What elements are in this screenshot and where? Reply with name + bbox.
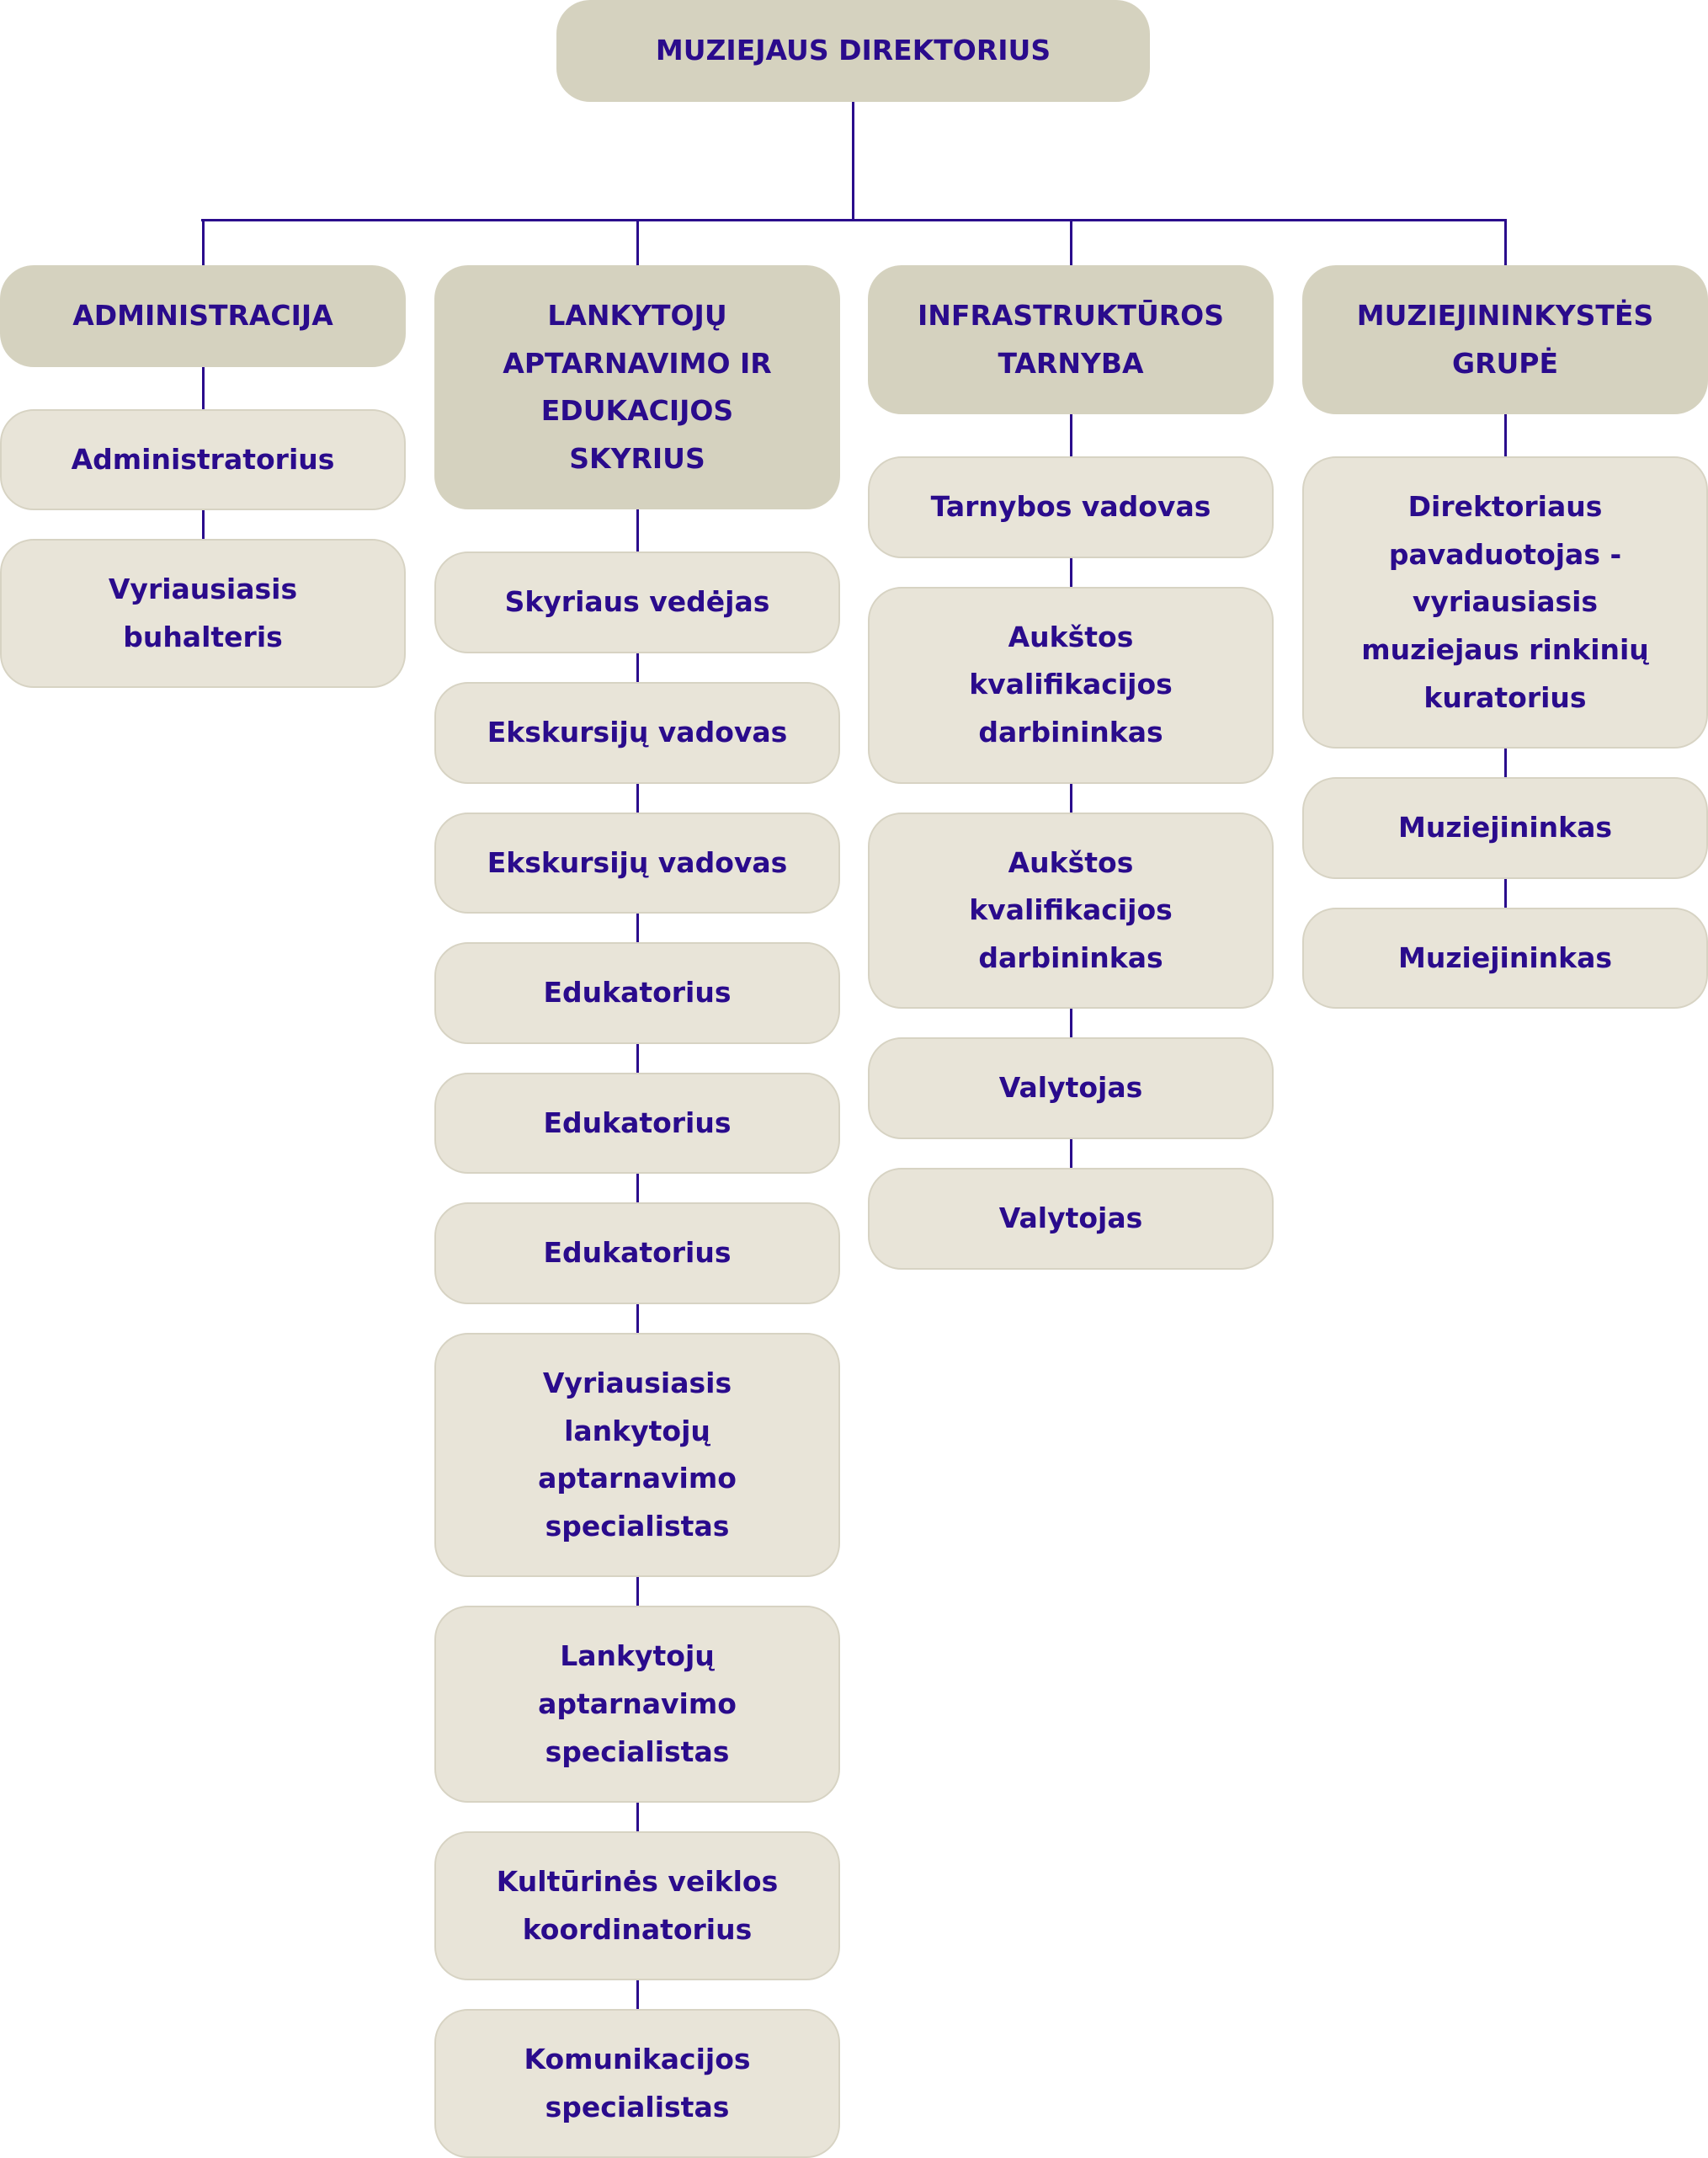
position-node: Skyriaus vedėjas <box>434 509 840 653</box>
position-node: Ekskursijų vadovas <box>434 653 840 784</box>
position-node: Muziejininkas <box>1302 749 1708 879</box>
position-node: Muziejininkas <box>1302 878 1708 1010</box>
connector-department <box>201 220 205 265</box>
position-node: Direktoriaus pavaduotojas - vyriausiasis… <box>1302 414 1708 749</box>
position-node: Administratorius <box>0 366 406 511</box>
position-node: Tarnybos vadovas <box>868 414 1274 558</box>
connector-department <box>636 220 639 265</box>
position-node: Valytojas <box>868 1139 1274 1270</box>
department-header: INFRASTRUKTŪROS TARNYBA <box>868 265 1274 415</box>
position-node: Aukštos kvalifikacijos darbininkas <box>868 557 1274 784</box>
position-node: Ekskursijų vadovas <box>434 783 840 914</box>
department-header: ADMINISTRACIJA <box>0 265 406 367</box>
position-node: Vyriausiasis buhalteris <box>0 510 406 689</box>
position-node: Kultūrinės veiklos koordinatorius <box>434 1803 840 1981</box>
position-node: Edukatorius <box>434 1043 840 1175</box>
position-node: Komunikacijos specialistas <box>434 1980 840 2158</box>
position-node: Edukatorius <box>434 914 840 1044</box>
director-label: MUZIEJAUS DIREKTORIUS <box>655 34 1051 67</box>
connector-root <box>852 102 854 221</box>
department-column: LANKYTOJŲ APTARNAVIMO IR EDUKACIJOS SKYR… <box>434 265 840 2158</box>
position-node: Vyriausiasis lankytojų aptarnavimo speci… <box>434 1303 840 1578</box>
director-node: MUZIEJAUS DIREKTORIUS <box>556 0 1150 102</box>
position-node: Valytojas <box>868 1009 1274 1139</box>
connector-department <box>1069 220 1072 265</box>
connector-department <box>1503 220 1507 265</box>
connector-horizontal <box>201 219 1507 221</box>
department-header: MUZIEJININKYSTĖS GRUPĖ <box>1302 265 1708 415</box>
position-node: Edukatorius <box>434 1174 840 1304</box>
position-node: Aukštos kvalifikacijos darbininkas <box>868 783 1274 1010</box>
position-node: Lankytojų aptarnavimo specialistas <box>434 1577 840 1804</box>
department-header: LANKYTOJŲ APTARNAVIMO IR EDUKACIJOS SKYR… <box>434 265 840 510</box>
